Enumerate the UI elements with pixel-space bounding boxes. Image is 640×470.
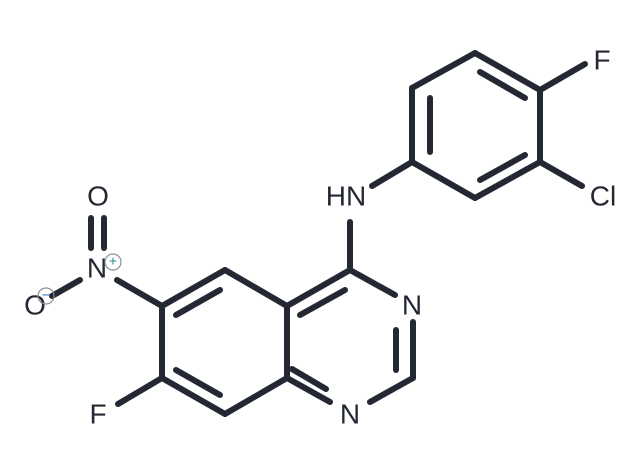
atom-label-f-top: F <box>593 44 610 75</box>
benzo-ring <box>159 267 290 417</box>
double-bond-inner <box>173 367 223 398</box>
double-bond-inner <box>173 287 223 318</box>
bond-c-f-bottom <box>115 375 165 407</box>
charge-minus: − <box>42 287 50 303</box>
atom-label-n-ring-right: N <box>402 289 422 320</box>
atom-label-hn: HN <box>326 180 366 211</box>
atom-label-o-left: O <box>24 289 46 320</box>
bond-c-nitro <box>114 277 165 309</box>
bond <box>472 50 543 93</box>
double-bond-inner <box>477 69 528 101</box>
bond <box>159 267 228 309</box>
bond-c-f <box>537 61 588 93</box>
bond <box>222 267 290 309</box>
phenyl-ring <box>409 50 543 201</box>
bond <box>409 159 478 201</box>
double-bond-inner <box>297 287 348 318</box>
positive-charge-icon: + <box>104 253 122 271</box>
atom-label-f-bottom: F <box>89 398 106 429</box>
negative-charge-icon: − <box>37 287 55 305</box>
double-bond-inner <box>477 152 528 183</box>
bond <box>367 375 416 405</box>
atom-label-n-ring-bottom: N <box>340 398 360 429</box>
atom-label-o-top: O <box>87 180 109 211</box>
double-bond-inner <box>289 366 329 392</box>
bond-n-o-single <box>49 277 83 299</box>
pyrimidine-ring <box>284 267 416 405</box>
atom-label-n-nitro: N <box>87 252 107 283</box>
bond-c-cl <box>537 159 585 189</box>
atom-label-cl: Cl <box>590 180 616 211</box>
bond <box>409 50 478 91</box>
bond-c-nh <box>369 159 415 189</box>
bond <box>159 375 228 417</box>
bond <box>284 375 333 405</box>
bond <box>347 267 398 298</box>
bond <box>284 267 353 309</box>
bond <box>222 375 290 417</box>
bond <box>472 159 543 201</box>
charge-plus: + <box>109 253 117 269</box>
